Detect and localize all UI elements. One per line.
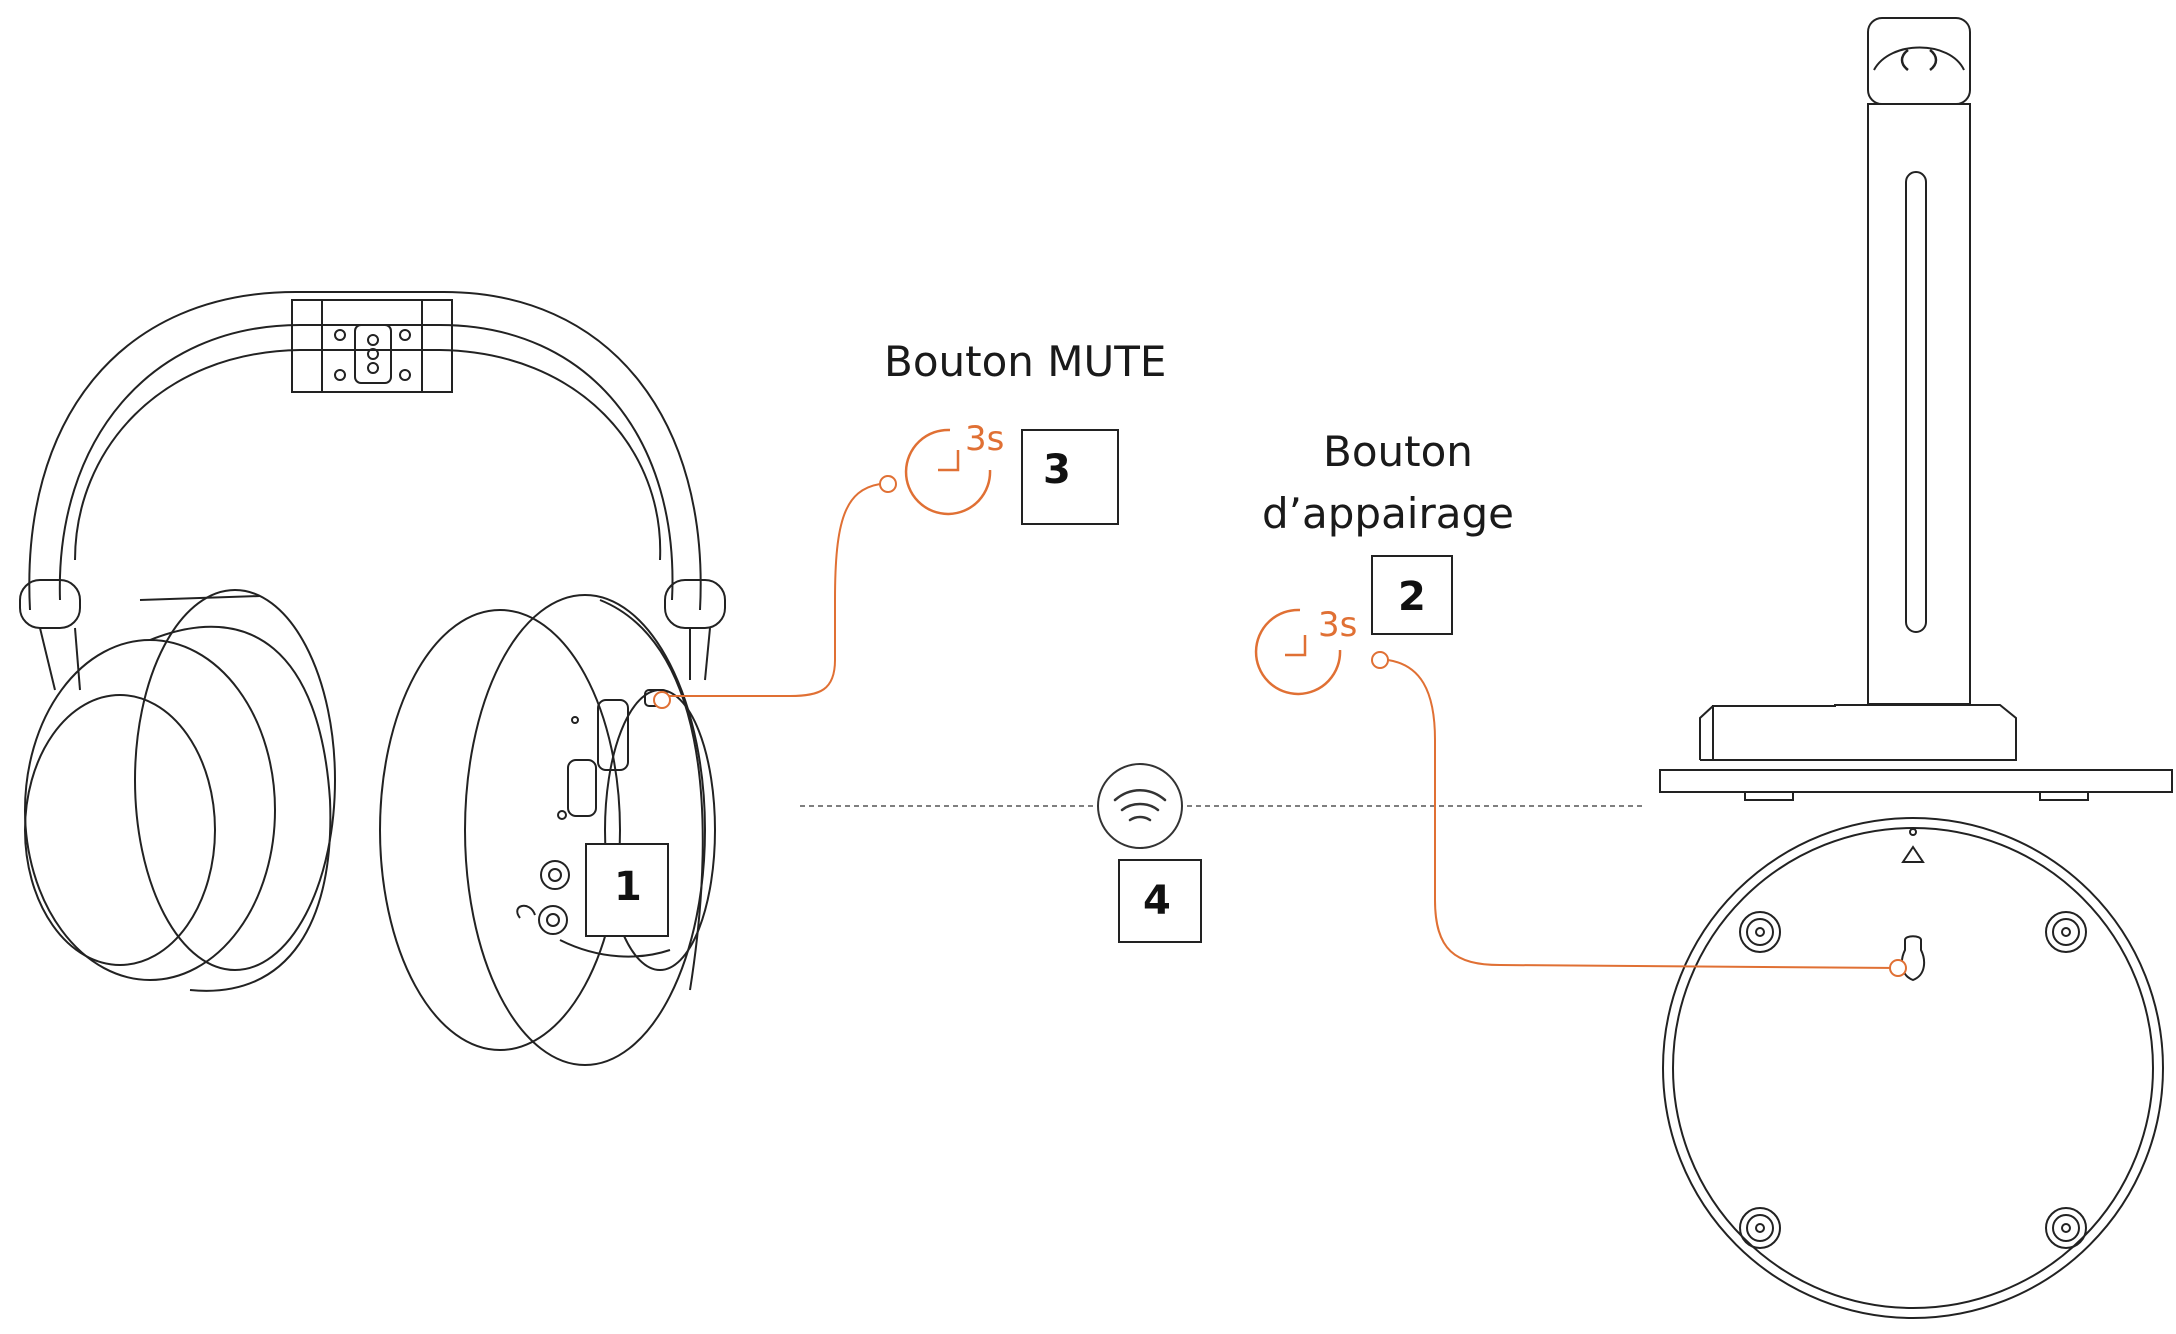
pairing-timer-label: 3s [1318, 605, 1357, 645]
mute-leader-line [668, 483, 881, 697]
stand-base-bottom-view [1662, 817, 2164, 1319]
rubber-foot [1739, 1207, 1781, 1249]
step-number: 4 [1143, 878, 1171, 924]
headphone-stand-illustration [1659, 17, 2173, 801]
headphones-illustration [19, 290, 726, 1066]
step-number: 3 [1043, 447, 1071, 493]
pairing-leader-line [1387, 659, 1901, 969]
pairing-button-label-line1: Bouton [1323, 427, 1473, 476]
stand-top-icon [1900, 49, 1938, 71]
step-number: 1 [614, 864, 642, 910]
mute-button-marker [653, 691, 671, 709]
rubber-foot [2045, 1207, 2087, 1249]
step-box-3: 3 [1021, 429, 1119, 525]
step-number: 2 [1398, 574, 1426, 620]
mute-timer-icon [904, 428, 992, 516]
step-box-1: 1 [585, 843, 669, 937]
rubber-foot [1739, 911, 1781, 953]
mute-timer-label: 3s [965, 419, 1004, 459]
step-box-4: 4 [1118, 859, 1202, 943]
step-box-2: 2 [1371, 555, 1453, 635]
rubber-foot [2045, 911, 2087, 953]
pairing-leader-dot [1371, 651, 1389, 669]
wireless-signal-icon [1097, 763, 1183, 849]
pairing-timer-icon [1254, 608, 1342, 696]
mute-leader-dot [879, 475, 897, 493]
keyhole-slot [1900, 935, 1926, 982]
pairing-button-label-line2: d’appairage [1262, 489, 1514, 538]
mute-button-label: Bouton MUTE [884, 337, 1166, 386]
pairing-button-marker [1889, 959, 1907, 977]
